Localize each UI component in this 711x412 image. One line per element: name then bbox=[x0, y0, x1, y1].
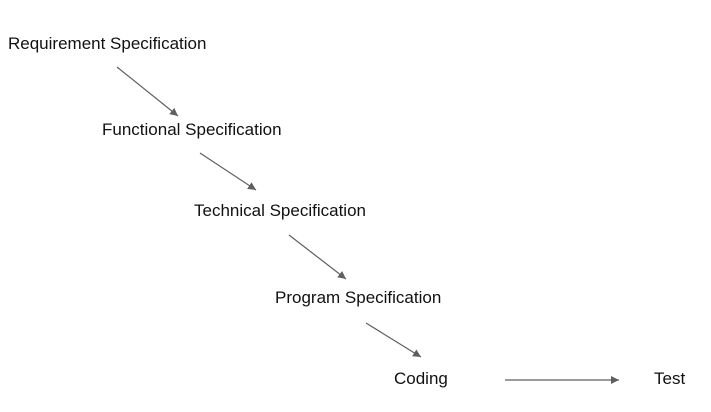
node-program-specification: Program Specification bbox=[275, 288, 442, 307]
arrow-technical-to-program bbox=[288, 234, 347, 280]
node-functional-specification: Functional Specification bbox=[102, 120, 282, 139]
node-requirement-specification: Requirement Specification bbox=[8, 34, 207, 53]
node-test: Test bbox=[654, 369, 686, 388]
arrow-program-to-coding bbox=[365, 322, 422, 358]
arrow-functional-to-technical bbox=[199, 152, 257, 191]
arrow-requirement-to-functional bbox=[116, 66, 179, 117]
node-coding: Coding bbox=[394, 369, 448, 388]
node-technical-specification: Technical Specification bbox=[194, 201, 366, 220]
